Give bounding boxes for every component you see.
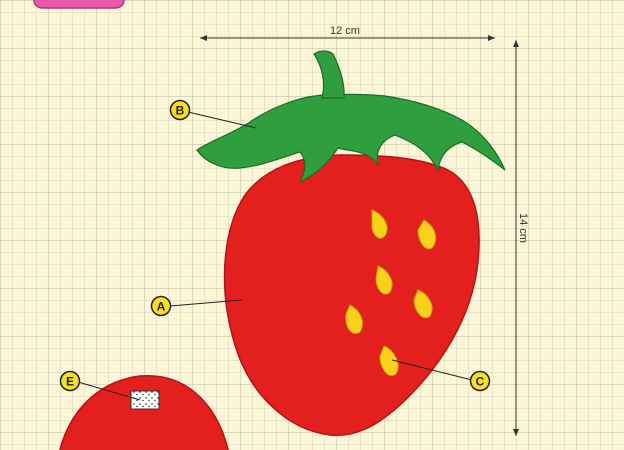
sticker-patch bbox=[131, 391, 159, 409]
marker-c-label: C bbox=[476, 375, 485, 389]
marker-e-label: E bbox=[66, 375, 74, 389]
width-label: 12 cm bbox=[330, 25, 360, 37]
title-tab bbox=[34, 0, 124, 8]
marker-e: E bbox=[61, 372, 80, 391]
marker-c: C bbox=[471, 372, 490, 391]
marker-a: A bbox=[152, 297, 171, 316]
marker-a-label: A bbox=[157, 300, 166, 314]
marker-b: B bbox=[171, 101, 190, 120]
marker-b-label: B bbox=[176, 104, 185, 118]
height-label: 14 cm bbox=[517, 213, 529, 243]
